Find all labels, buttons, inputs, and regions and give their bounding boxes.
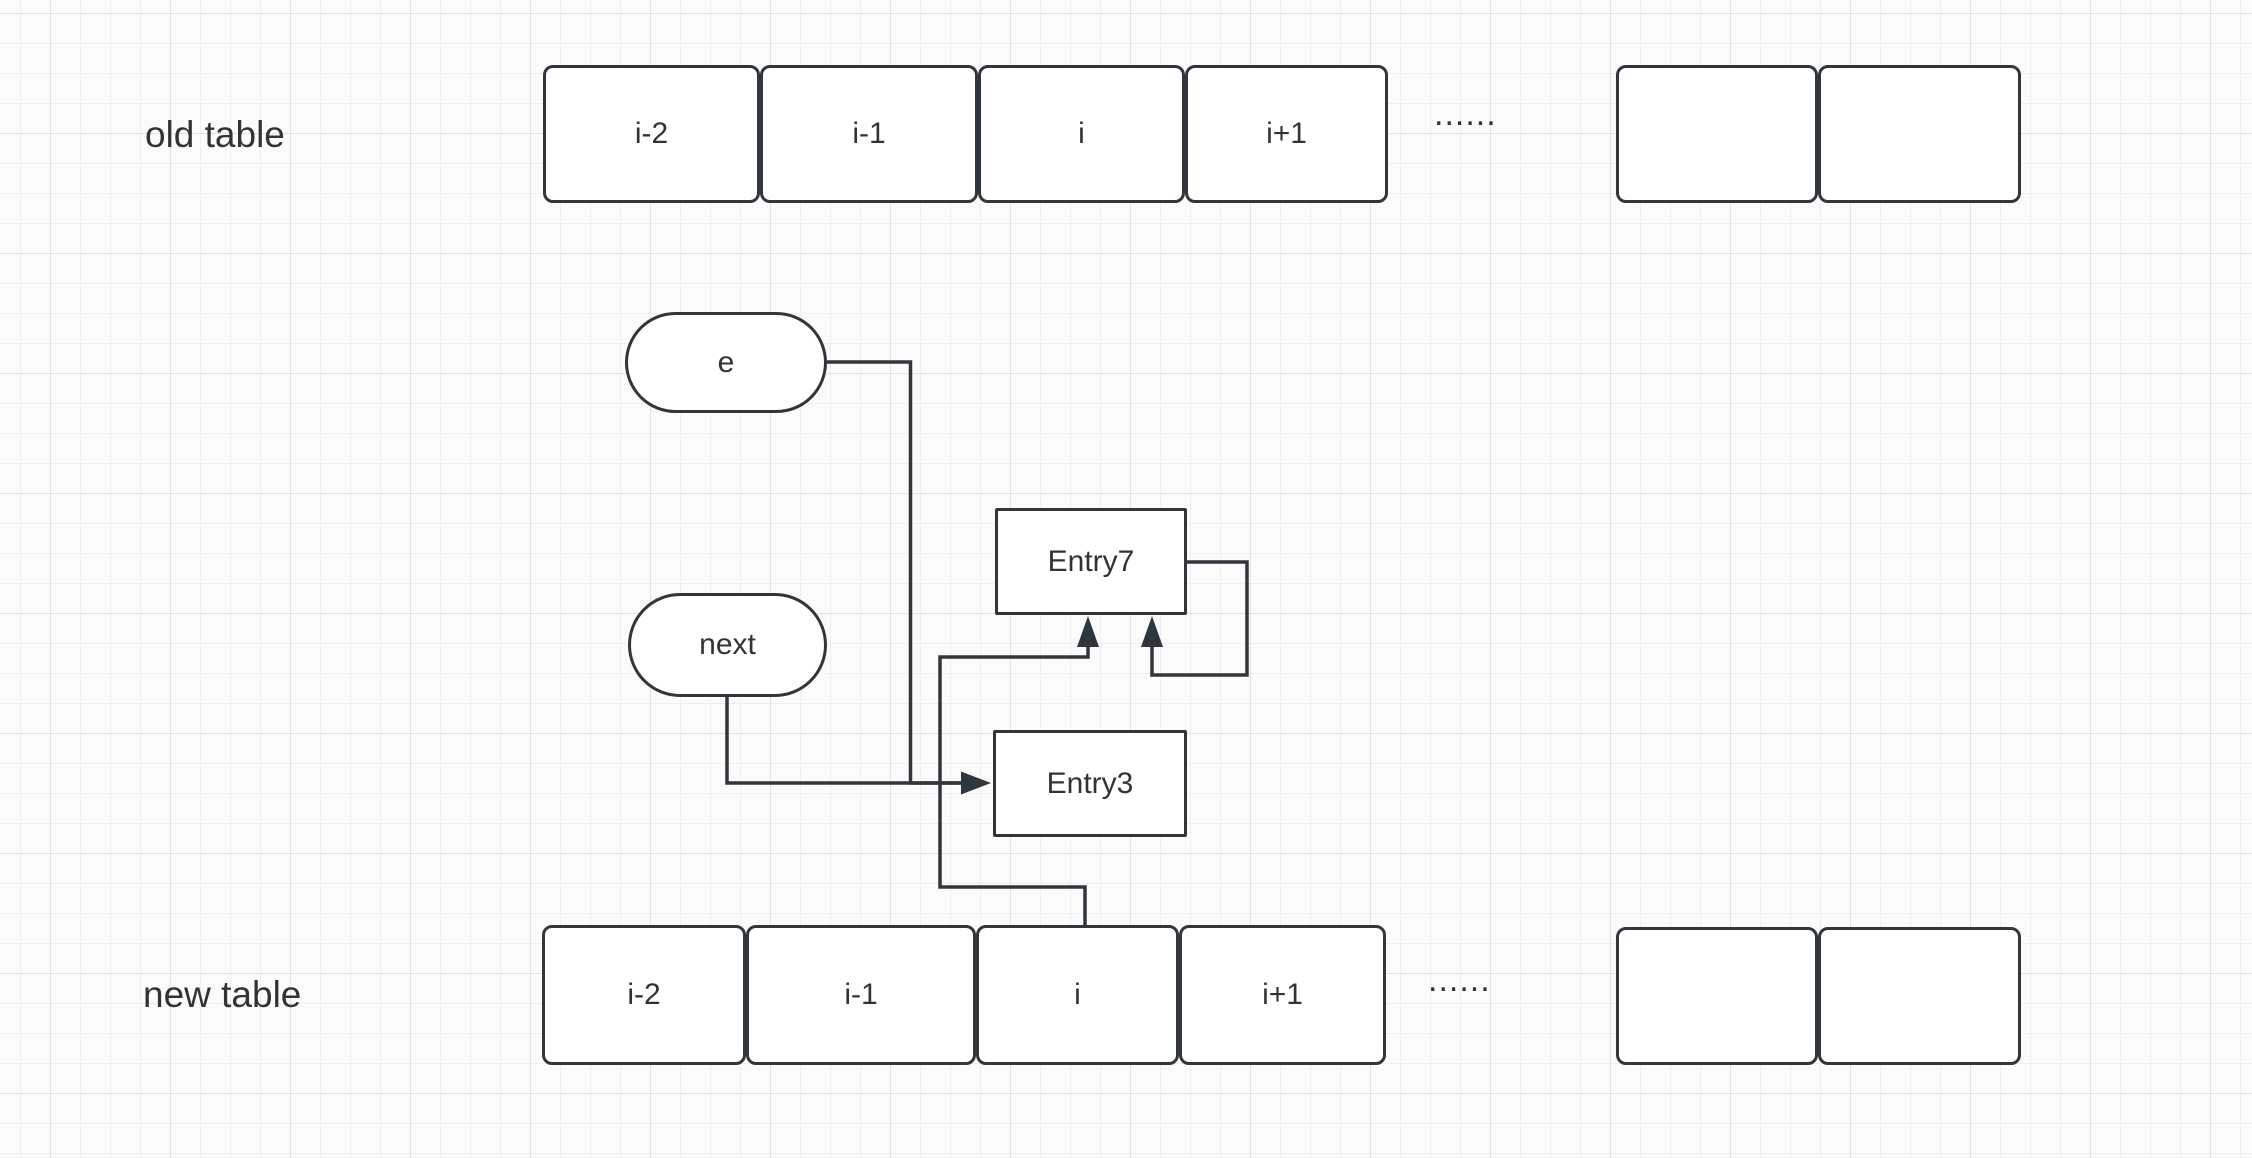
edge-entry7-self-loop [1150, 560, 1249, 677]
old-table-empty-slot-2 [1818, 65, 2021, 203]
arrowhead-into-entry7-left [1077, 616, 1099, 647]
new-table-slot-i-label: i [1074, 978, 1081, 1011]
entry3-node: Entry3 [993, 730, 1187, 837]
pointer-next-node: next [628, 593, 827, 697]
old-table-slot-i-2-label: i-2 [634, 117, 669, 150]
new-table-ellipsis: ...... [1428, 961, 1491, 999]
old-table-slot-i+1: i+1 [1185, 65, 1388, 203]
old-table-slot-i-label: i [1078, 117, 1085, 150]
edge-newtable-i-to-entry7 [938, 647, 1090, 927]
new-table-slot-i+1: i+1 [1179, 925, 1386, 1065]
old-table-slot-i-1: i-1 [760, 65, 978, 203]
pointer-e-label: e [717, 345, 735, 379]
old-table-label: old table [145, 114, 285, 155]
old-table-empty-slot-1 [1616, 65, 1818, 203]
old-table-slot-i+1-label: i+1 [1266, 117, 1307, 150]
arrowhead-into-entry7-right [1141, 616, 1163, 647]
entry3-label: Entry3 [1046, 766, 1134, 800]
new-table-slot-i: i [976, 925, 1179, 1065]
old-table-slot-i-2: i-2 [543, 65, 760, 203]
new-table-empty-slot-2 [1818, 927, 2021, 1065]
old-table-slot-i-1-label: i-1 [852, 117, 886, 150]
edge-next-to-entry3 [725, 697, 961, 785]
new-table-slot-i-1-label: i-1 [844, 978, 878, 1011]
new-table-slot-i+1-label: i+1 [1262, 978, 1303, 1011]
new-table-label: new table [143, 974, 302, 1015]
new-table-slot-i-2: i-2 [542, 925, 746, 1065]
new-table-empty-slot-1 [1616, 927, 1818, 1065]
arrowhead-into-entry3 [961, 771, 991, 795]
new-table-slot-i-2-label: i-2 [627, 978, 661, 1011]
pointer-e-node: e [625, 312, 827, 413]
old-table-ellipsis: ...... [1434, 95, 1497, 133]
new-table-slot-i-1: i-1 [746, 925, 976, 1065]
entry7-node: Entry7 [995, 508, 1187, 615]
pointer-next-label: next [699, 628, 756, 661]
old-table-slot-i: i [978, 65, 1185, 203]
entry7-label: Entry7 [1047, 544, 1135, 578]
